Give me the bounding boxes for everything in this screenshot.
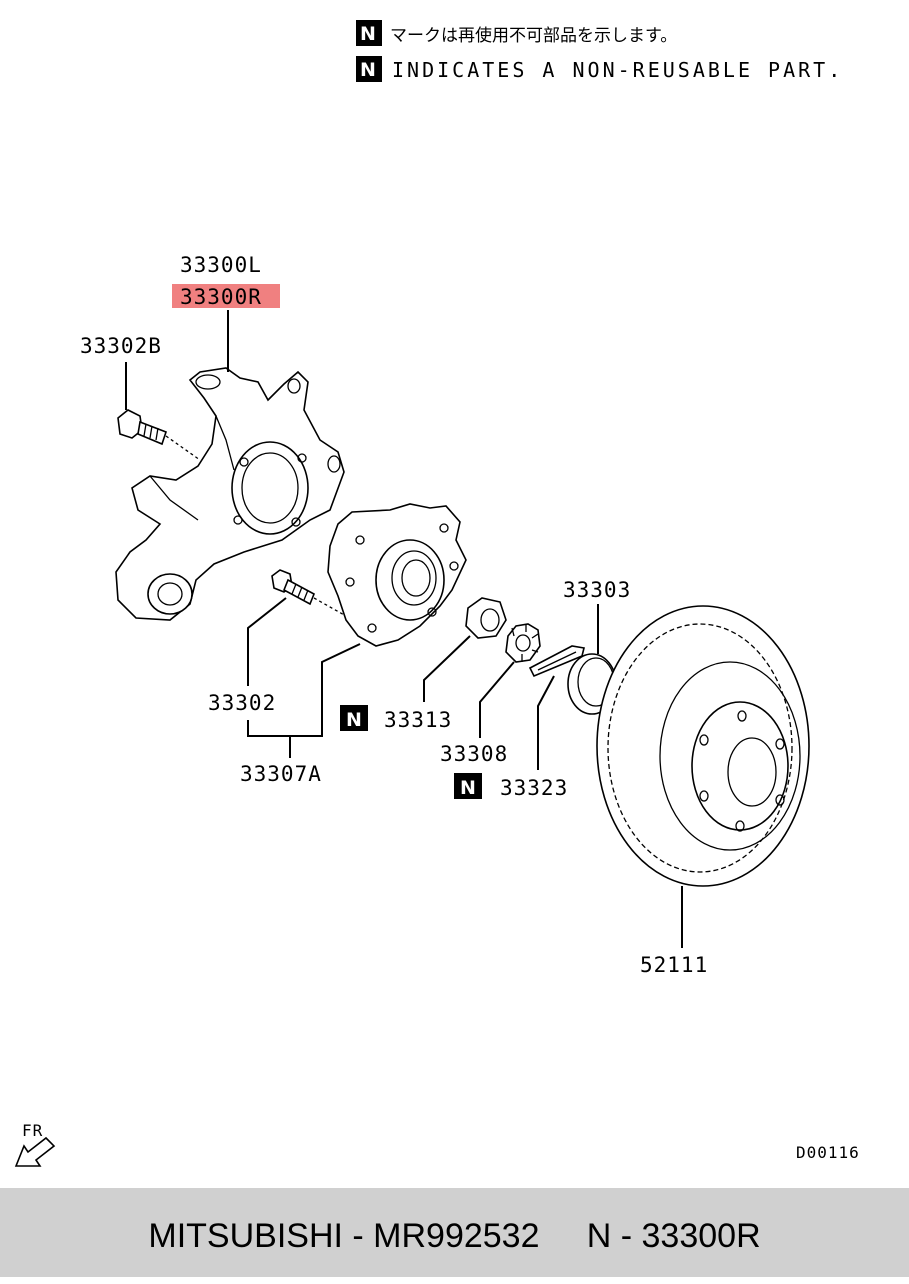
label-33307a: 33307A <box>240 762 322 786</box>
highlight-33300r <box>172 284 280 308</box>
label-52111: 52111 <box>640 953 708 977</box>
label-33302: 33302 <box>208 691 276 715</box>
lock-cap-drawing <box>505 623 541 663</box>
diagram-code: D00116 <box>796 1143 860 1162</box>
label-33308: 33308 <box>440 742 508 766</box>
footer-part-number: MR992532 <box>373 1217 540 1255</box>
footer-brand: MITSUBISHI <box>148 1217 343 1255</box>
labels: 33300L 33300R 33302B 33302 33307A N 3331… <box>80 253 708 977</box>
label-33300r: 33300R <box>180 285 262 309</box>
footer-ref: N - 33300R <box>586 1217 761 1255</box>
legend-english: INDICATES A NON-REUSABLE PART. <box>392 58 843 82</box>
front-direction-indicator: FR <box>14 1121 56 1167</box>
label-33302b: 33302B <box>80 334 162 358</box>
svg-text:N: N <box>346 709 362 731</box>
bolt-drawing <box>117 409 201 461</box>
cotter-pin-drawing <box>528 645 585 678</box>
svg-text:N: N <box>360 59 376 81</box>
hub-drawing <box>327 503 467 647</box>
label-33300l: 33300L <box>180 253 262 277</box>
n-badge-icon <box>454 773 482 799</box>
label-33323: 33323 <box>500 776 568 800</box>
label-33303: 33303 <box>563 578 631 602</box>
n-badge-icon <box>356 56 382 82</box>
svg-text:N: N <box>360 23 376 45</box>
knuckle-drawing <box>115 367 345 621</box>
label-33313: 33313 <box>384 708 452 732</box>
svg-text:N: N <box>460 777 476 799</box>
fr-label: FR <box>22 1121 43 1140</box>
footer-text: MITSUBISHI - MR992532 N - 33300R <box>148 1217 761 1255</box>
nut-drawing <box>465 597 507 639</box>
footer-bar: MITSUBISHI - MR992532 N - 33300R <box>0 1188 909 1277</box>
legend-japanese: マークは再使用不可部品を示します。 <box>390 25 677 46</box>
n-badge-icon <box>340 705 368 731</box>
parts-diagram: N マークは再使用不可部品を示します。 N INDICATES A NON-RE… <box>14 20 860 1167</box>
hub-bolt-drawing <box>271 569 347 617</box>
n-badge-icon <box>356 20 382 46</box>
arrow-down-left-icon <box>14 1136 56 1167</box>
brake-disc-drawing <box>596 605 810 887</box>
non-reusable-legend: N マークは再使用不可部品を示します。 N INDICATES A NON-RE… <box>356 20 843 82</box>
